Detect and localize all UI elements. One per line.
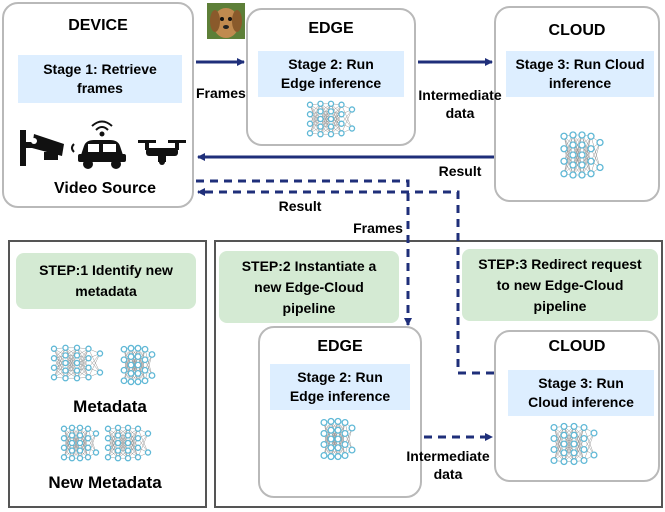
dog-photo bbox=[207, 3, 245, 39]
metadata-label: Metadata bbox=[73, 397, 147, 416]
step1-box: STEP:1 Identify new metadata bbox=[16, 253, 196, 309]
device-stage-1: Stage 1: Retrieve frames bbox=[18, 55, 182, 103]
cloud-title: CLOUD bbox=[548, 22, 606, 39]
security-camera-icon bbox=[20, 130, 64, 166]
new-metadata-label: New Metadata bbox=[48, 473, 162, 492]
dashed-result-label: Result bbox=[278, 198, 322, 214]
intermediate-label: Intermediate data bbox=[418, 87, 502, 121]
neural-network-icon bbox=[560, 131, 604, 179]
device-title: DEVICE bbox=[68, 17, 128, 34]
neural-network-icon bbox=[120, 344, 156, 386]
result-label: Result bbox=[438, 163, 482, 179]
neural-network-icon bbox=[550, 422, 598, 466]
neural-network-icon bbox=[320, 417, 356, 461]
new-cloud-stage-3: Stage 3: Run Cloud inference bbox=[508, 370, 654, 416]
edge-stage-2: Stage 2: Run Edge inference bbox=[258, 51, 404, 97]
neural-network-icon bbox=[306, 100, 356, 138]
dashed-frames-label: Frames bbox=[353, 220, 403, 236]
step3-box: STEP:3 Redirect request to new Edge-Clou… bbox=[462, 249, 658, 321]
new-cloud-title: CLOUD bbox=[548, 338, 606, 355]
drone-icon bbox=[138, 140, 186, 165]
neural-network-icon bbox=[50, 344, 104, 382]
bottom-intermediate-label: Intermediate data bbox=[406, 448, 490, 482]
dashed-frames-arrow bbox=[196, 179, 412, 326]
neural-network-icon bbox=[60, 424, 100, 462]
cloud-stage-3: Stage 3: Run Cloud inference bbox=[506, 51, 654, 97]
new-edge-stage-2: Stage 2: Run Edge inference bbox=[270, 364, 410, 410]
neural-network-icon bbox=[104, 424, 152, 462]
edge-title: EDGE bbox=[308, 20, 354, 37]
frames-label: Frames bbox=[196, 85, 246, 101]
step2-box: STEP:2 Instantiate a new Edge-Cloud pipe… bbox=[219, 251, 399, 323]
new-edge-box bbox=[258, 326, 422, 498]
new-edge-title: EDGE bbox=[317, 338, 363, 355]
autonomous-car-icon bbox=[71, 120, 126, 169]
video-source-caption: Video Source bbox=[54, 180, 156, 197]
device-box bbox=[2, 2, 194, 208]
dashed-result-arrow bbox=[197, 188, 494, 375]
